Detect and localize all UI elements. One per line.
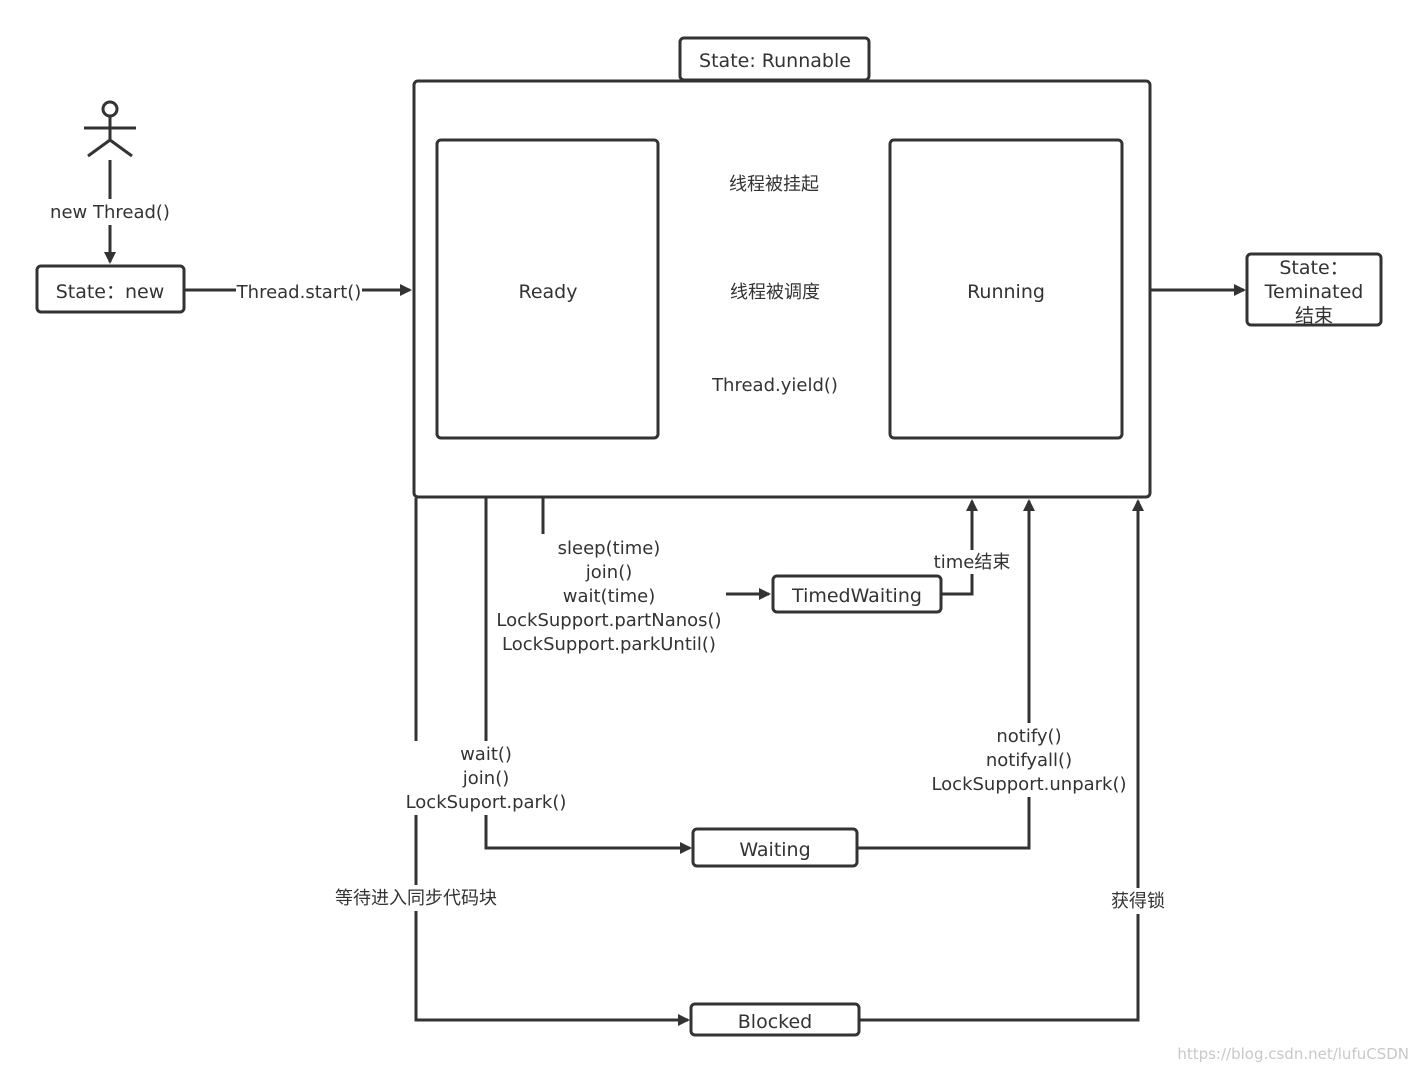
label-notify-call-1: notify(): [996, 726, 1061, 747]
label-thread-start: Thread.start(): [236, 282, 362, 303]
label-wait-call-2: join(): [462, 768, 509, 789]
label-notify-call-2: notifyall(): [986, 750, 1072, 771]
state-ready-label: Ready: [519, 281, 578, 303]
label-enter-sync: 等待进入同步代码块: [335, 888, 497, 909]
arrow-to-waiting: [484, 498, 692, 854]
arrow-acquire-lock: [860, 499, 1144, 1022]
label-suspended: 线程被挂起: [729, 174, 819, 195]
label-time-end: time结束: [934, 552, 1011, 573]
state-new-label: State：new: [56, 281, 165, 303]
arrow-to-blocked: [414, 498, 690, 1026]
state-timed-waiting-label: TimedWaiting: [791, 585, 922, 607]
label-wait-call-3: LockSuport.park(): [406, 792, 567, 813]
label-timed-wait-call-1: sleep(time): [558, 538, 661, 559]
label-timed-wait-call-4: LockSupport.partNanos(): [496, 610, 721, 631]
state-ready: Ready: [435, 138, 660, 440]
label-timed-wait-call-3: wait(time): [563, 586, 656, 607]
state-timed-waiting: TimedWaiting: [771, 574, 943, 614]
actor-icon: [84, 100, 136, 158]
state-running-label: Running: [967, 281, 1045, 303]
state-runnable-header: State: Runnable: [678, 36, 871, 82]
state-new: State：new: [35, 264, 186, 314]
label-acquire-lock: 获得锁: [1111, 891, 1165, 912]
label-new-thread: new Thread(): [50, 202, 170, 223]
label-yield: Thread.yield(): [711, 375, 838, 396]
label-wait-call-1: wait(): [460, 744, 512, 765]
state-waiting: Waiting: [691, 827, 859, 868]
state-blocked: Blocked: [689, 1002, 861, 1037]
state-blocked-label: Blocked: [738, 1011, 812, 1033]
state-terminated: State： Teminated 结束: [1245, 252, 1383, 327]
label-timed-wait-call-2: join(): [585, 562, 632, 583]
state-terminated-line-3: 结束: [1295, 305, 1333, 327]
label-notify-call-3: LockSupport.unpark(): [931, 774, 1126, 795]
label-scheduled: 线程被调度: [730, 282, 820, 303]
watermark: https://blog.csdn.net/lufuCSDN: [1177, 1045, 1409, 1063]
arrow-notify: [858, 499, 1035, 850]
state-terminated-line-2: Teminated: [1264, 281, 1364, 303]
state-terminated-line-1: State：: [1279, 257, 1348, 279]
state-runnable-label: State: Runnable: [699, 50, 851, 72]
state-waiting-label: Waiting: [739, 839, 810, 861]
arrow-time-end: [942, 499, 978, 596]
label-timed-wait-call-5: LockSupport.parkUntil(): [502, 634, 716, 655]
state-running: Running: [888, 138, 1124, 440]
